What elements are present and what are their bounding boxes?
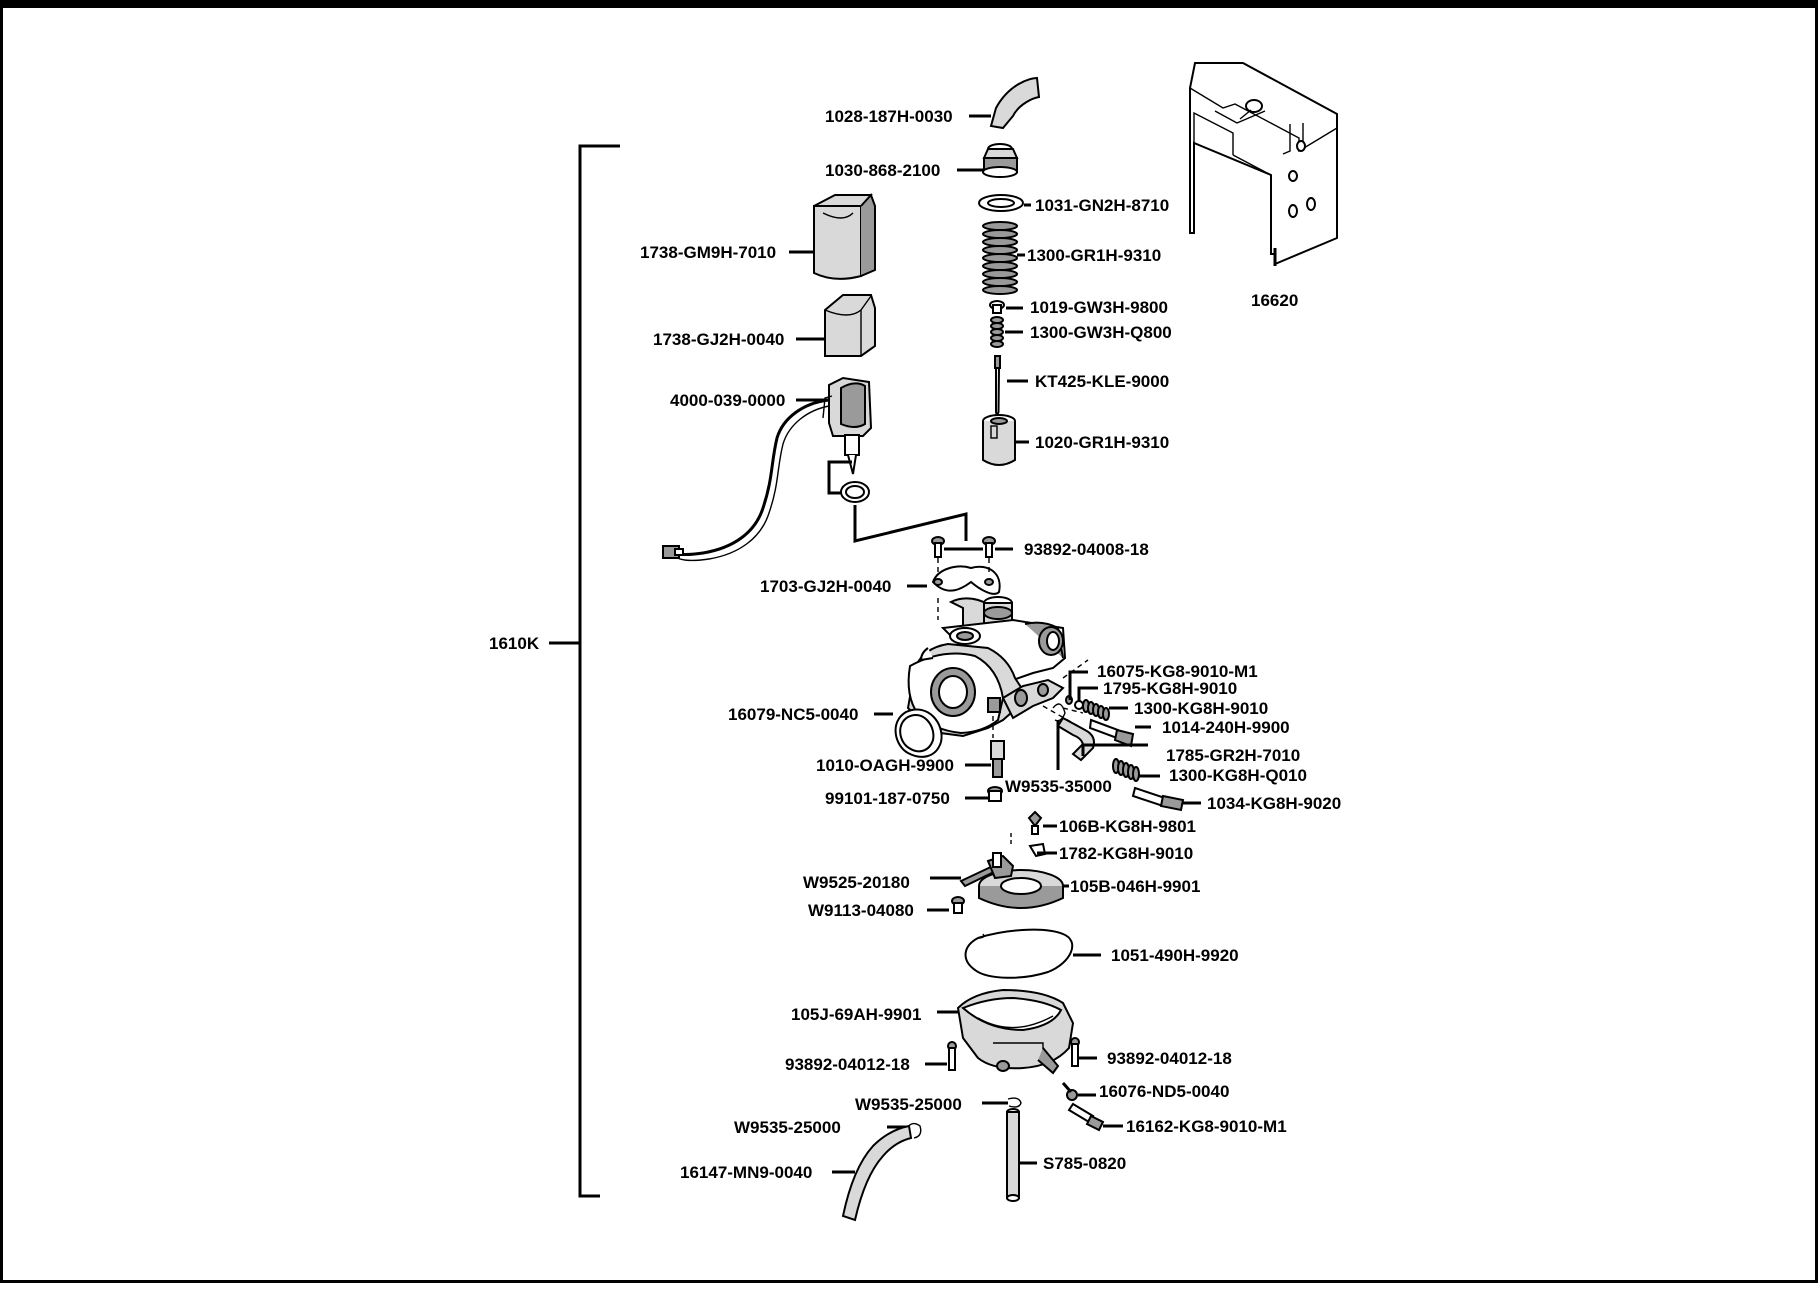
bowl-screw-right-part xyxy=(1070,1037,1097,1067)
carburetor-body-part xyxy=(906,596,1089,738)
label-part-30[interactable]: 1051-490H-9920 xyxy=(1111,946,1239,965)
label-part-31[interactable]: 105J-69AH-9901 xyxy=(791,1005,921,1024)
label-part-29[interactable]: W9113-04080 xyxy=(808,901,914,920)
choke-seal-part xyxy=(796,294,876,357)
label-part-5[interactable]: 1300-GW3H-Q800 xyxy=(1030,323,1172,342)
idle-screw-part xyxy=(1131,786,1201,812)
label-part-33[interactable]: 93892-04012-18 xyxy=(1107,1049,1232,1068)
drain-tube-part xyxy=(1056,716,1148,762)
label-part-19[interactable]: 1785-GR2H-7010 xyxy=(1166,746,1300,765)
part-labels: 1610K 1028-187H-0030 1030-868-2100 1031-… xyxy=(489,107,1341,1182)
label-part-10[interactable]: 1738-GJ2H-0040 xyxy=(653,330,784,349)
label-assembly[interactable]: 1610K xyxy=(489,634,540,653)
float-pin-part xyxy=(1028,842,1057,858)
label-part-8[interactable]: 16620 xyxy=(1251,291,1298,310)
choke-cover-part xyxy=(789,193,876,280)
label-part-35[interactable]: W9535-25000 xyxy=(855,1095,962,1114)
exploded-parts-diagram: 1610K 1028-187H-0030 1030-868-2100 1031-… xyxy=(489,62,1341,1222)
label-part-26[interactable]: 1782-KG8H-9010 xyxy=(1059,844,1193,863)
label-part-12[interactable]: 93892-04008-18 xyxy=(1024,540,1149,559)
needle-retainer-part xyxy=(989,300,1023,314)
throttle-spring-part xyxy=(982,221,1025,295)
label-part-37[interactable]: 16162-KG8-9010-M1 xyxy=(1126,1117,1287,1136)
label-part-38[interactable]: S785-0820 xyxy=(1043,1154,1126,1173)
needle-spring-part xyxy=(990,316,1023,348)
clip-35-part xyxy=(1052,703,1066,770)
float-valve-part xyxy=(1010,810,1057,844)
label-part-32[interactable]: 93892-04012-18 xyxy=(785,1055,910,1074)
label-part-2[interactable]: 1031-GN2H-8710 xyxy=(1035,196,1169,215)
label-part-6[interactable]: KT425-KLE-9000 xyxy=(1035,372,1169,391)
assembly-bracket xyxy=(549,144,620,1198)
drain-hose-part xyxy=(832,1124,913,1222)
jet-needle-part xyxy=(994,355,1028,420)
label-part-36[interactable]: W9535-25000 xyxy=(734,1118,841,1137)
label-part-3[interactable]: 1300-GR1H-9310 xyxy=(1027,246,1161,265)
throttle-slide-part xyxy=(982,414,1029,466)
insulator-oring-part xyxy=(874,708,943,758)
float-bowl-part xyxy=(937,988,1075,1075)
label-part-18[interactable]: 16079-NC5-0040 xyxy=(728,705,858,724)
upper-screws-part xyxy=(931,536,1013,558)
label-part-25[interactable]: 106B-KG8H-9801 xyxy=(1059,817,1196,836)
label-part-14[interactable]: 16075-KG8-9010-M1 xyxy=(1097,662,1258,681)
air-adjust-screw-part xyxy=(1088,718,1151,748)
label-part-1[interactable]: 1030-868-2100 xyxy=(825,161,940,180)
float-bowl-gasket-part xyxy=(964,928,1101,979)
label-part-28[interactable]: 105B-046H-9901 xyxy=(1070,877,1200,896)
screw-04080-part xyxy=(927,896,965,914)
label-part-16[interactable]: 1300-KG8H-9010 xyxy=(1134,699,1268,718)
label-part-27[interactable]: W9525-20180 xyxy=(803,873,910,892)
label-part-24[interactable]: 1034-KG8H-9020 xyxy=(1207,794,1341,813)
label-part-20[interactable]: 1010-OAGH-9900 xyxy=(816,756,954,775)
carb-cap-part xyxy=(957,143,1019,178)
washer-part xyxy=(1074,686,1098,710)
vent-tube-part xyxy=(1006,1108,1037,1202)
cap-washer-part xyxy=(978,194,1031,212)
label-part-34[interactable]: 16076-ND5-0040 xyxy=(1099,1082,1229,1101)
label-part-0[interactable]: 1028-187H-0030 xyxy=(825,107,953,126)
label-part-39[interactable]: 16147-MN9-0040 xyxy=(680,1163,812,1182)
drain-screw-part xyxy=(1061,1082,1096,1101)
leader-choke-to-body xyxy=(853,505,968,543)
label-part-4[interactable]: 1019-GW3H-9800 xyxy=(1030,298,1168,317)
label-part-9[interactable]: 1738-GM9H-7010 xyxy=(640,243,776,262)
air-screw-spring-part xyxy=(1082,699,1128,721)
main-jet-part xyxy=(965,786,1003,802)
label-part-7[interactable]: 1020-GR1H-9310 xyxy=(1035,433,1169,452)
auto-choke-part xyxy=(796,376,873,503)
idle-spring-part xyxy=(1112,758,1160,782)
label-part-15[interactable]: 1795-KG8H-9010 xyxy=(1103,679,1237,698)
label-part-21[interactable]: W9535-35000 xyxy=(1005,777,1112,796)
top-hose-part xyxy=(969,76,1041,130)
label-part-22[interactable]: 1300-KG8H-Q010 xyxy=(1169,766,1307,785)
air-screw-part xyxy=(1065,670,1088,705)
label-part-13[interactable]: 1703-GJ2H-0040 xyxy=(760,577,891,596)
float-part xyxy=(978,852,1069,909)
main-jet-holder-part xyxy=(965,740,1005,778)
choke-wiring-part xyxy=(662,398,830,562)
label-part-11[interactable]: 4000-039-0000 xyxy=(670,391,785,410)
drain-fitting-part xyxy=(1067,1102,1123,1132)
clip-25-upper-part xyxy=(982,1097,1022,1108)
label-part-23[interactable]: 99101-187-0750 xyxy=(825,789,950,808)
bowl-screw-left-part xyxy=(925,1041,957,1071)
cover-plate-part xyxy=(907,558,1001,620)
label-part-17[interactable]: 1014-240H-9900 xyxy=(1162,718,1290,737)
carb-cover-part xyxy=(1189,62,1338,266)
